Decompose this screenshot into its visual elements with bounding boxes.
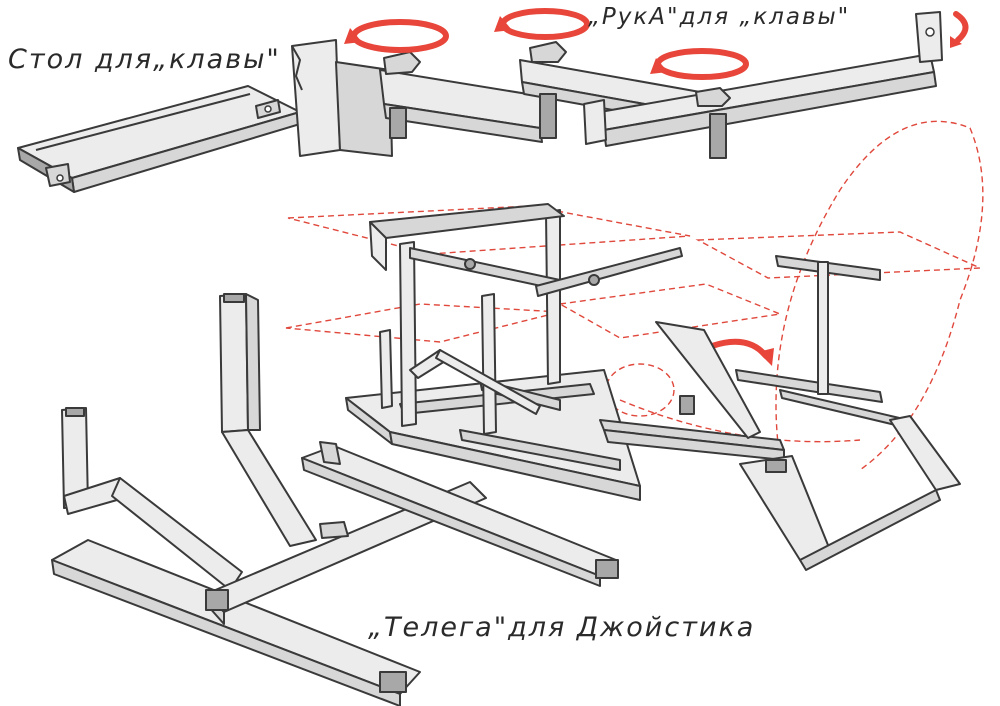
keyboard-table [17, 85, 301, 193]
keyboard-table-caption: Стол для„клавы" [8, 44, 281, 75]
joystick-cart [51, 293, 619, 706]
joystick-cart-caption: „Телега"для Джойстика [368, 612, 756, 643]
keyboard-arm-caption: „РукА"для „клавы" [588, 4, 851, 30]
cockpit-frame [285, 120, 984, 571]
keyboard-arm [291, 11, 943, 159]
